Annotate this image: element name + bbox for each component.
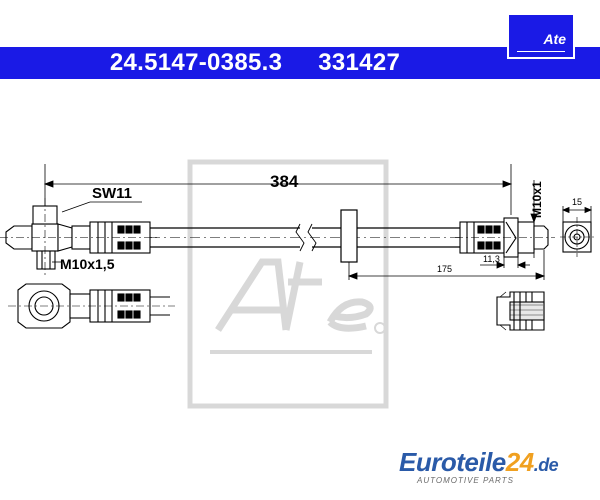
section-detail (496, 291, 545, 331)
ate-logo-badge: Ate (507, 13, 575, 59)
ate-badge-text: Ate (543, 31, 566, 47)
left-fitting (0, 198, 160, 275)
dimension-lines (43, 164, 593, 280)
logo-wordmark: Euroteile24.de (399, 447, 559, 478)
ref-number: 331427 (318, 49, 401, 76)
end-view (560, 217, 594, 257)
ate-badge-underline (517, 51, 565, 52)
watermark-ate (187, 159, 389, 409)
header-title: 24.5147-0385.3 331427 (0, 47, 510, 79)
left-fitting-side-view (8, 283, 175, 329)
logo-24: 24 (505, 447, 534, 477)
dim-width-15-label: 15 (572, 197, 583, 207)
dim-wrench-label: SW11 (92, 185, 133, 202)
dim-offset-11-3-label: 11,3 (483, 254, 500, 264)
dim-offset-175-label: 175 (437, 264, 453, 274)
dim-thread-right-label: M10x1 (530, 181, 544, 218)
right-fitting (455, 217, 555, 258)
euroteile24-logo: Euroteile24.de AUTOMOTIVE PARTS (399, 447, 594, 491)
dim-length-label: 384 (270, 172, 299, 191)
header-band: 24.5147-0385.3 331427 (0, 47, 600, 79)
logo-euro: Euro (399, 447, 457, 477)
logo-teile: teile (456, 447, 506, 477)
logo-tagline: AUTOMOTIVE PARTS (417, 476, 514, 485)
hose-body (150, 223, 460, 252)
dim-thread-left-label: M10x1,5 (60, 256, 115, 272)
mounting-bracket (340, 209, 358, 263)
logo-tld: .de (533, 455, 559, 475)
part-number: 24.5147-0385.3 (109, 49, 283, 76)
